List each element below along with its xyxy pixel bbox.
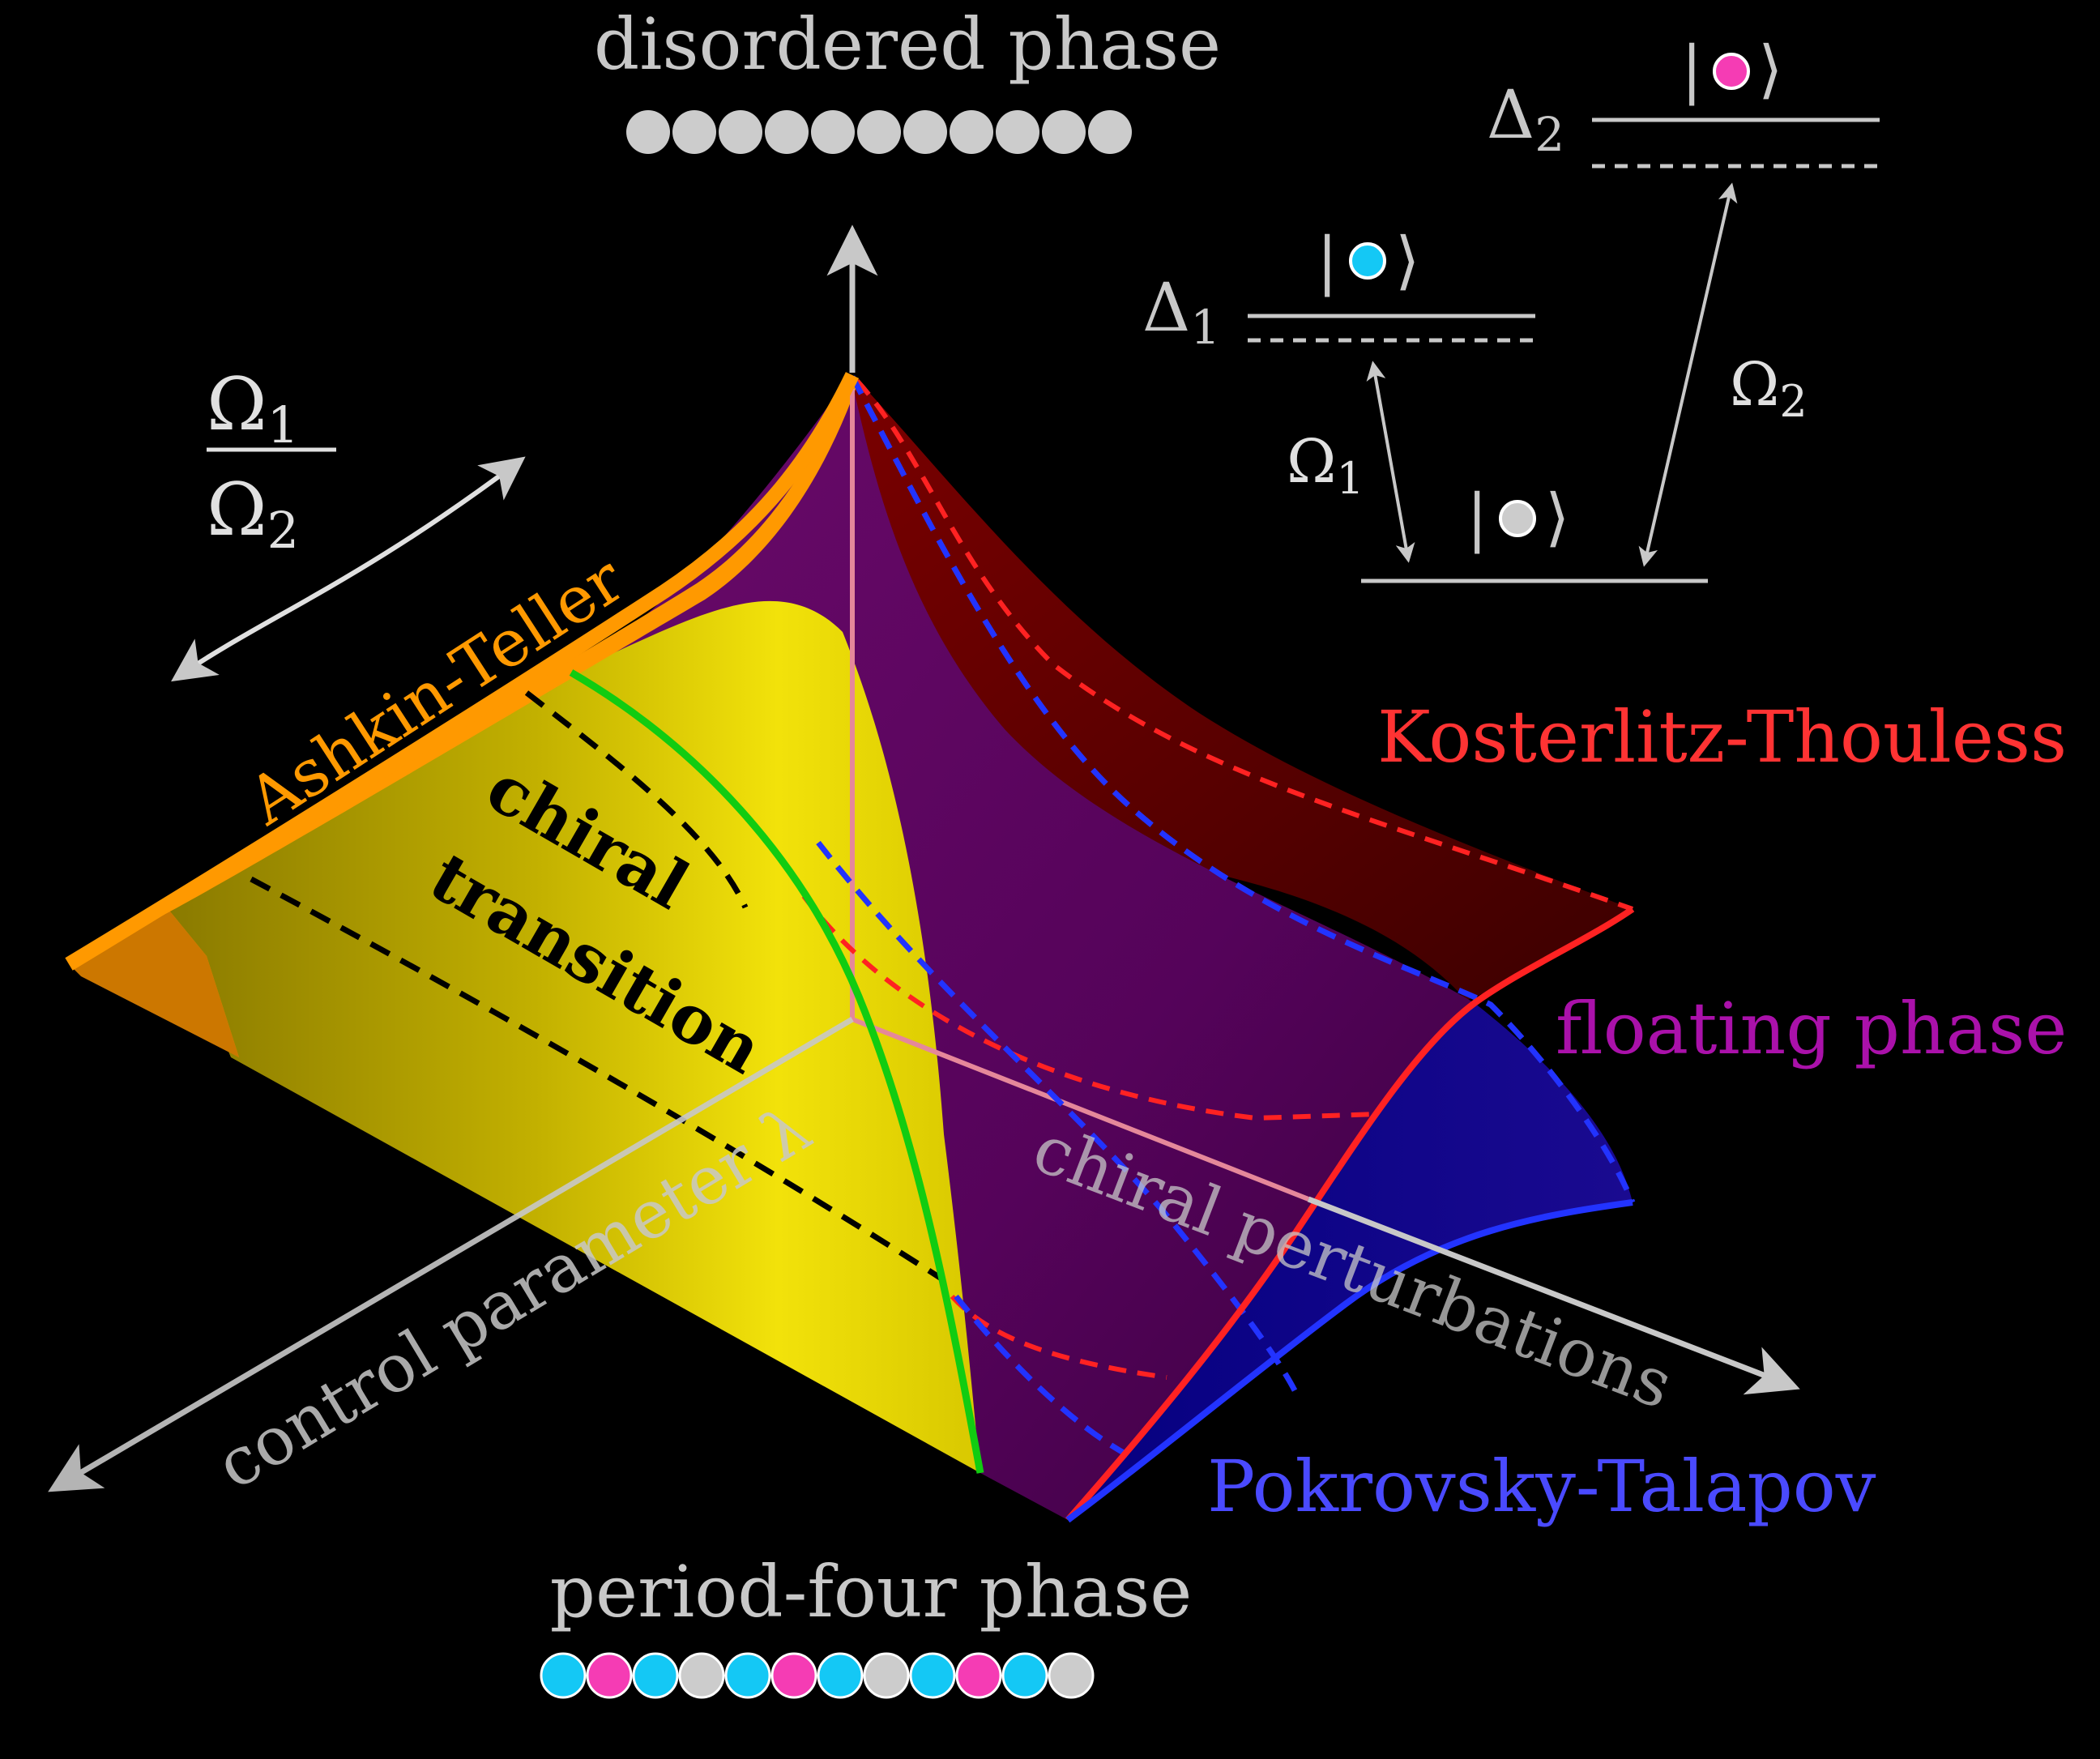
atom-cyan [909,1652,956,1699]
kt-dashed-lines [801,378,1634,1380]
period-four-atom-row [540,1652,1095,1699]
atom-gray [1088,110,1132,154]
atom-gray [626,110,670,154]
pt-boundary-line [1065,1199,1633,1523]
svg-text:⟩: ⟩ [1395,224,1419,297]
atom-cyan [817,1652,864,1699]
pt-dashed-lines [816,375,1636,1462]
chiral-surface [170,600,980,1473]
disordered-atom-row [626,110,1132,154]
chiral-perturbation-axis [1307,1196,1800,1395]
kt-boundary-line [1065,906,1635,1522]
svg-text:Ω1: Ω1 [1287,427,1364,504]
top-phase-label: disordered phase [594,2,1221,86]
level-diagram: Δ2 Δ1 Ω1 Ω2 | ⟩ | ⟩ | ⟩ [1142,33,1880,583]
atom-magenta [586,1652,633,1699]
svg-text:⟩: ⟩ [1758,33,1782,106]
bottom-phase-label: period-four phase [550,1550,1193,1633]
svg-text:|: | [1466,481,1488,554]
atom-cyan [1001,1652,1048,1699]
svg-text:Ω2: Ω2 [1730,350,1808,427]
atom-cyan [540,1652,587,1699]
floating-label: floating phase [1556,987,2067,1070]
atom-magenta [955,1652,1002,1699]
atom-gray [996,110,1039,154]
svg-text:⟩: ⟩ [1545,481,1569,554]
ket-gray: | ⟩ [1466,481,1569,554]
atom-gray [719,110,762,154]
svg-text:Ω1: Ω1 [207,362,299,455]
atom-gray [857,110,901,154]
svg-text:|: | [1317,224,1338,297]
atom-magenta [770,1652,817,1699]
atom-cyan [632,1652,679,1699]
svg-text:Ω2: Ω2 [207,468,299,560]
atom-gray [1048,1652,1095,1699]
control-parameter-axis [48,1016,854,1492]
svg-text:Δ1: Δ1 [1142,270,1220,355]
atom-gray [765,110,809,154]
atom-gray [903,110,947,154]
ket-cyan: | ⟩ [1317,224,1419,297]
svg-text:Δ2: Δ2 [1487,77,1564,162]
atom-gray [950,110,993,154]
chiral-boundary-line [569,669,984,1474]
ratio-label: Ω1 Ω2 [207,362,336,560]
kosterlitz-label: Kosterlitz-Thouless [1377,695,2067,779]
horizontal-axis-inner [851,1017,1310,1202]
atom-gray [672,110,716,154]
atom-gray [811,110,855,154]
atom-gray [863,1652,910,1699]
atom-cyan [724,1652,771,1699]
svg-text:|: | [1681,33,1702,106]
ket-magenta: | ⟩ [1681,33,1782,106]
atom-gray [1042,110,1086,154]
pokrovsky-label: Pokrovsky-Talapov [1207,1445,1876,1528]
atom-gray [678,1652,725,1699]
ashkin-teller-line [65,372,860,971]
ratio-axis-arrow [171,456,526,682]
chiral-dashed-lines [250,690,945,1283]
pt-surface [1068,1003,1633,1520]
